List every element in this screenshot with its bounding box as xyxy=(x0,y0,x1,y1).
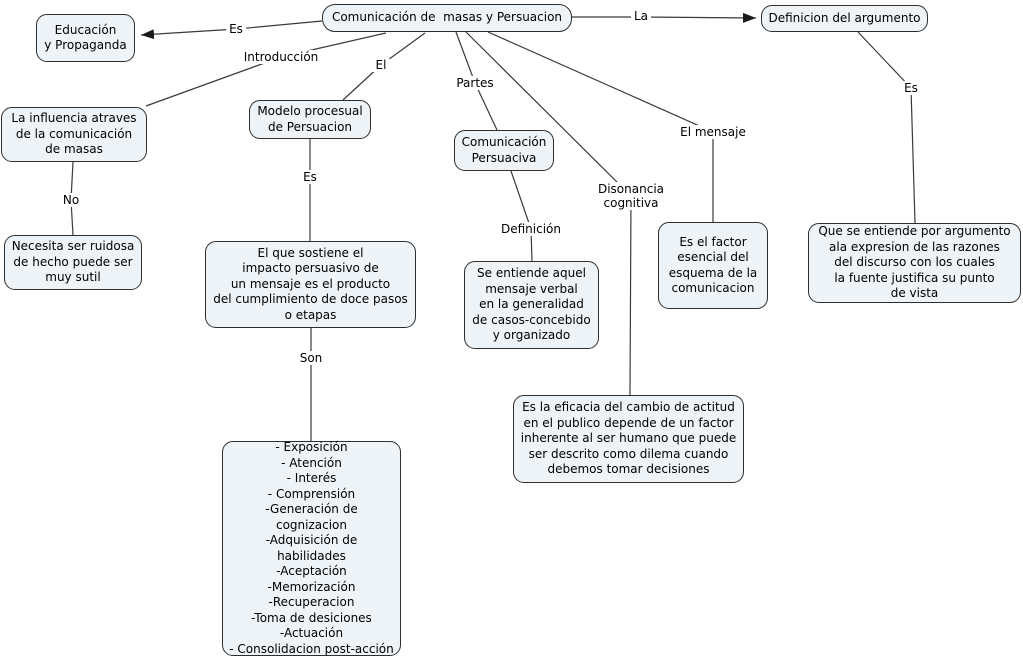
link-line-introduccion xyxy=(145,32,387,107)
link-label-introduccion[interactable]: Introducción xyxy=(240,50,322,64)
concept-comunicacion-persuaciva[interactable]: Comunicación Persuaciva xyxy=(454,130,554,171)
link-label-es-argumento[interactable]: Es xyxy=(901,81,921,95)
link-label-definicion[interactable]: Definición xyxy=(498,222,564,236)
link-label-la[interactable]: La xyxy=(630,9,652,23)
concept-lista-pasos[interactable]: - Exposición - Atención - Interés - Comp… xyxy=(222,440,401,656)
link-label-es-modelo[interactable]: Es xyxy=(300,170,320,184)
link-line-la xyxy=(572,12,757,23)
concept-educacion-propaganda[interactable]: Educación y Propaganda xyxy=(36,14,135,62)
link-label-partes[interactable]: Partes xyxy=(453,76,497,90)
link-label-es-educacion[interactable]: Es xyxy=(226,22,246,36)
link-label-el[interactable]: El xyxy=(372,58,390,72)
concept-necesita-ruidosa[interactable]: Necesita ser ruidosa de hecho puede ser … xyxy=(4,235,142,290)
link-label-disonancia-cognitiva[interactable]: Disonancia cognitiva xyxy=(594,182,668,210)
concept-factor-esencial[interactable]: Es el factor esencial del esquema de la … xyxy=(658,222,768,309)
concept-eficacia-cambio[interactable]: Es la eficacia del cambio de actitud en … xyxy=(513,395,744,483)
concept-main-topic[interactable]: Comunicación de masas y Persuacion xyxy=(322,4,572,32)
link-label-no[interactable]: No xyxy=(59,193,83,207)
link-label-son[interactable]: Son xyxy=(296,351,326,365)
concept-que-se-entiende-argumento[interactable]: Que se entiende por argumento ala expres… xyxy=(808,223,1021,303)
concept-modelo-procesual[interactable]: Modelo procesual de Persuacion xyxy=(249,100,371,139)
link-line-es-argumento xyxy=(857,31,916,224)
concept-sostiene-impacto[interactable]: El que sostiene el impacto persuasivo de… xyxy=(205,241,416,328)
link-line-definicion xyxy=(510,170,533,262)
concept-definicion-argumento[interactable]: Definicion del argumento xyxy=(761,5,928,32)
concept-se-entiende-mensaje[interactable]: Se entiende aquel mensaje verbal en la g… xyxy=(464,261,599,349)
link-label-el-mensaje[interactable]: El mensaje xyxy=(677,125,749,139)
concept-influencia-comunicacion[interactable]: La influencia atraves de la comunicación… xyxy=(1,107,147,162)
